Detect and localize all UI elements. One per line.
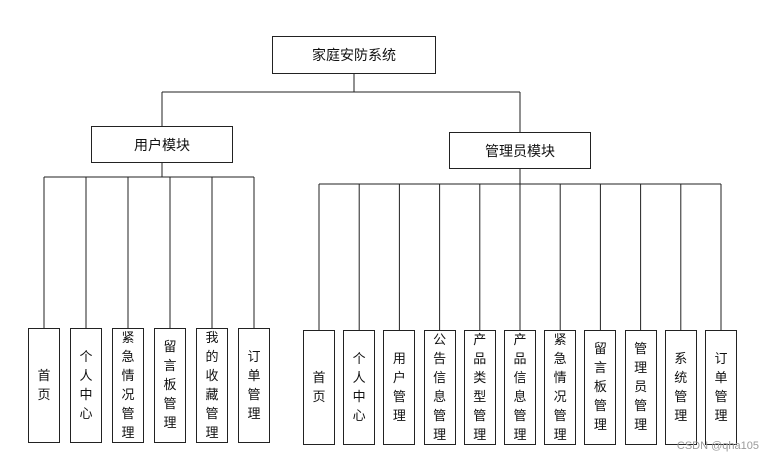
admin-leaf: 留言板管理	[584, 330, 617, 445]
admin-leaf: 紧急情况管理	[544, 330, 577, 445]
admin-leaf-label: 首页	[312, 370, 326, 405]
user-leaf: 我的收藏管理	[196, 328, 228, 443]
admin-leaf: 系统管理	[664, 330, 697, 445]
admin-leaf-label: 公告信息管理	[433, 332, 447, 443]
admin-leaf-label: 订单管理	[714, 351, 728, 424]
user-leaf: 紧急情况管理	[112, 328, 144, 443]
admin-leaf: 用户管理	[383, 330, 416, 445]
root-node-label: 家庭安防系统	[312, 48, 396, 64]
admin-leaf: 首页	[303, 330, 335, 445]
admin-leaf: 产品信息管理	[504, 330, 536, 445]
admin-leaf-label: 留言板管理	[593, 342, 607, 433]
root-node: 家庭安防系统	[272, 36, 436, 74]
admin-leaf-label: 管理员管理	[634, 342, 648, 433]
admin-leaf: 公告信息管理	[423, 330, 456, 445]
user-leaf-label: 我的收藏管理	[205, 330, 219, 441]
admin-leaf-label: 系统管理	[674, 351, 688, 424]
user-leaf: 首页	[28, 328, 60, 443]
admin-leaf-label: 用户管理	[392, 351, 406, 424]
admin-leaf-label: 产品信息管理	[513, 332, 527, 443]
admin-module-node: 管理员模块	[449, 132, 591, 169]
user-leaf-label: 个人中心	[79, 349, 93, 422]
user-module-label: 用户模块	[134, 137, 190, 154]
user-leaf-label: 紧急情况管理	[121, 330, 135, 441]
user-leaf-label: 订单管理	[247, 349, 261, 422]
admin-leaf: 管理员管理	[624, 330, 657, 445]
admin-leaf-label: 紧急情况管理	[553, 332, 567, 443]
user-leaf: 订单管理	[238, 328, 270, 443]
admin-leaf-label: 产品类型管理	[473, 332, 487, 443]
admin-leaf-label: 个人中心	[352, 351, 366, 424]
admin-leaf: 订单管理	[705, 330, 737, 445]
admin-module-label: 管理员模块	[485, 143, 555, 160]
watermark: CSDN @qha105	[676, 440, 759, 452]
admin-leaf: 产品类型管理	[463, 330, 496, 445]
admin-leaf: 个人中心	[343, 330, 376, 445]
user-leaf: 个人中心	[70, 328, 102, 443]
user-leaf: 留言板管理	[154, 328, 186, 443]
user-leaf-label: 留言板管理	[163, 340, 177, 431]
user-module-node: 用户模块	[91, 126, 233, 163]
user-leaf-label: 首页	[37, 368, 51, 403]
